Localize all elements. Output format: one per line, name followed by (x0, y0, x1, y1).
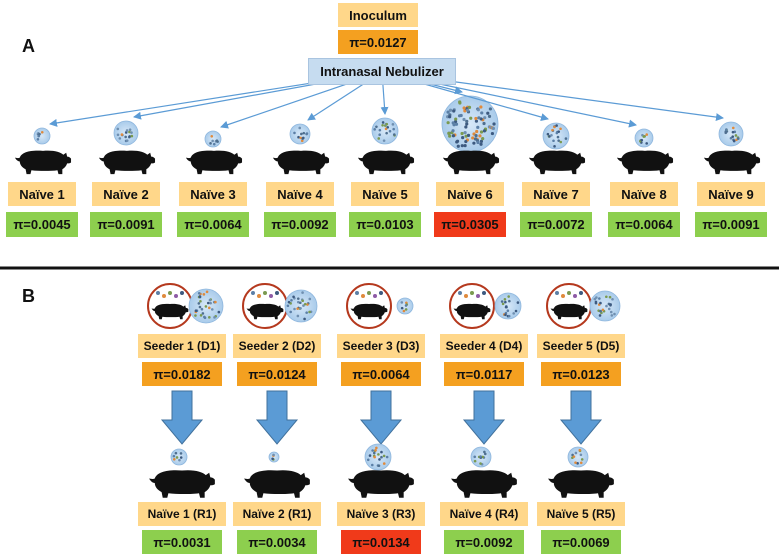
pig-icon (528, 150, 586, 175)
virus-population-icon (204, 130, 222, 148)
seeder-ring-icon (147, 283, 193, 329)
pig-icon (348, 470, 414, 498)
seeder-label: Seeder 2 (D2) (233, 334, 321, 358)
virus-population-icon (441, 95, 499, 153)
virus-population-icon (589, 290, 621, 322)
pig-icon (616, 150, 674, 175)
inoculum-pi: π=0.0127 (338, 30, 418, 54)
pig-icon (548, 470, 614, 498)
seeder-pi-value: π=0.0064 (341, 362, 421, 386)
seeder-pi-value: π=0.0124 (237, 362, 317, 386)
naive-pi-value: π=0.0064 (177, 212, 249, 237)
naive-pig-label: Naïve 3 (179, 182, 247, 206)
naive-pig-label: Naïve 4 (266, 182, 334, 206)
naive-pi-value: π=0.0064 (608, 212, 680, 237)
naive-pig-label: Naïve 5 (R5) (537, 502, 625, 526)
naive-pig-label: Naïve 4 (R4) (440, 502, 528, 526)
naive-pig-label: Naïve 1 (R1) (138, 502, 226, 526)
virus-population-icon (364, 443, 392, 471)
virus-population-icon (542, 122, 570, 150)
naive-pi-value: π=0.0134 (341, 530, 421, 554)
naive-pi-value: π=0.0031 (142, 530, 222, 554)
panel-a-letter: A (22, 36, 35, 56)
naive-pi-value: π=0.0305 (434, 212, 506, 237)
virus-population-icon (289, 123, 311, 145)
virus-population-icon (396, 297, 414, 315)
seeder-label: Seeder 4 (D4) (440, 334, 528, 358)
naive-pig-label: Naïve 7 (522, 182, 590, 206)
virus-population-icon (634, 128, 654, 148)
down-arrow-icon (359, 390, 403, 445)
virus-population-icon (567, 446, 589, 468)
naive-pig-label: Naïve 1 (8, 182, 76, 206)
naive-pig-label: Naïve 2 (R1) (233, 502, 321, 526)
seeder-label: Seeder 3 (D3) (337, 334, 425, 358)
seeder-pi-value: π=0.0123 (541, 362, 621, 386)
naive-pig-label: Naïve 5 (351, 182, 419, 206)
pig-icon (185, 150, 243, 175)
virus-population-icon (470, 446, 492, 468)
naive-pig-label: Naïve 6 (436, 182, 504, 206)
panel-b (147, 283, 621, 498)
pig-icon (98, 150, 156, 175)
virus-population-icon (33, 127, 51, 145)
seeder-ring-icon (546, 283, 592, 329)
pig-icon (272, 150, 330, 175)
virus-population-icon (268, 451, 280, 463)
seeder-pi-value: π=0.0182 (142, 362, 222, 386)
pig-icon (451, 470, 517, 498)
inoculum-label: Inoculum (338, 3, 418, 27)
virus-population-icon (188, 288, 224, 324)
pig-icon (14, 150, 72, 175)
seeder-label: Seeder 1 (D1) (138, 334, 226, 358)
naive-pig-label: Naïve 8 (610, 182, 678, 206)
naive-pi-value: π=0.0091 (695, 212, 767, 237)
virus-population-icon (113, 120, 139, 146)
virus-population-icon (718, 121, 744, 147)
pig-icon (149, 470, 215, 498)
naive-pi-value: π=0.0091 (90, 212, 162, 237)
naive-pi-value: π=0.0034 (237, 530, 317, 554)
naive-pig-label: Naïve 3 (R3) (337, 502, 425, 526)
nebulizer-label: Intranasal Nebulizer (308, 58, 456, 85)
naive-pi-value: π=0.0069 (541, 530, 621, 554)
virus-population-icon (494, 292, 522, 320)
naive-pi-value: π=0.0072 (520, 212, 592, 237)
naive-pig-label: Naïve 2 (92, 182, 160, 206)
naive-pi-value: π=0.0045 (6, 212, 78, 237)
panel-a (14, 71, 761, 175)
pig-icon (357, 150, 415, 175)
naive-pi-value: π=0.0092 (444, 530, 524, 554)
pig-icon (244, 470, 310, 498)
seeder-ring-icon (346, 283, 392, 329)
seeder-label: Seeder 5 (D5) (537, 334, 625, 358)
seeder-ring-icon (449, 283, 495, 329)
naive-pi-value: π=0.0092 (264, 212, 336, 237)
down-arrow-icon (160, 390, 204, 445)
pig-icon (703, 150, 761, 175)
naive-pi-value: π=0.0103 (349, 212, 421, 237)
virus-population-icon (170, 448, 188, 466)
seeder-ring-icon (242, 283, 288, 329)
seeder-pi-value: π=0.0117 (444, 362, 524, 386)
virus-population-icon (371, 117, 399, 145)
panel-b-letter: B (22, 286, 35, 306)
down-arrow-icon (462, 390, 506, 445)
virus-population-icon (284, 289, 318, 323)
down-arrow-icon (255, 390, 299, 445)
pig-icon (442, 150, 500, 175)
down-arrow-icon (559, 390, 603, 445)
naive-pig-label: Naïve 9 (697, 182, 765, 206)
